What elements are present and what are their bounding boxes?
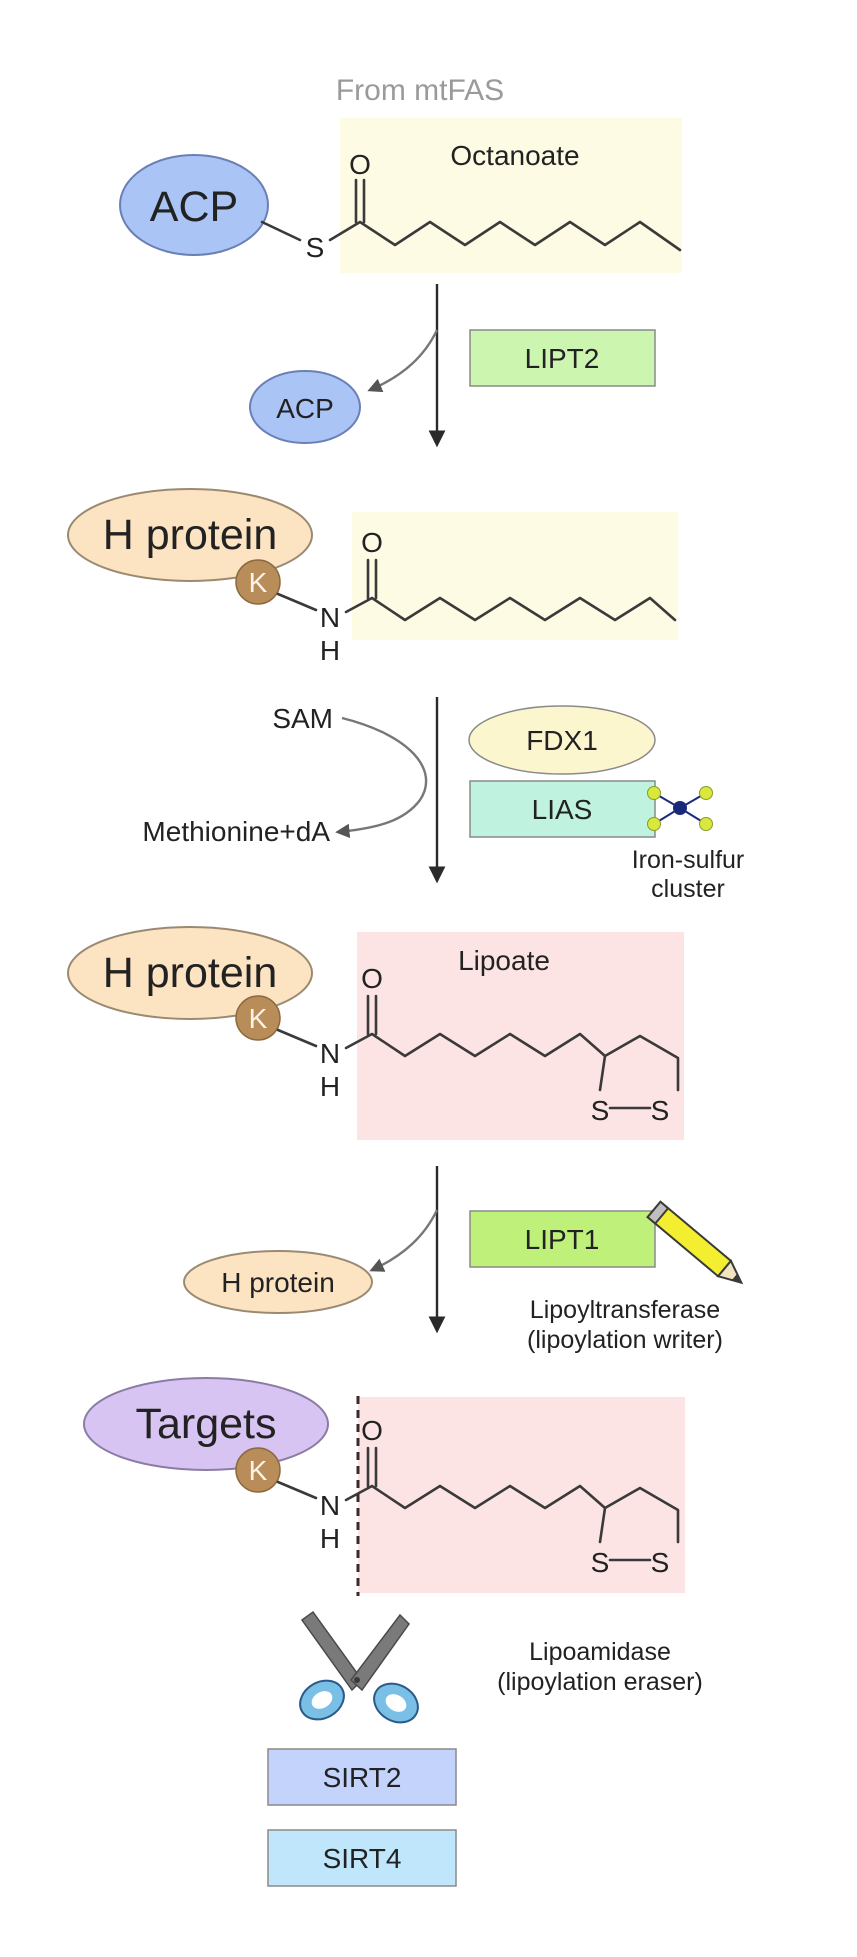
octanoyl-chain	[344, 596, 677, 622]
scissors-icon	[299, 1610, 419, 1724]
writer-role-label-2: (lipoylation writer)	[527, 1326, 723, 1354]
sulfur-atom-1b: S	[651, 1095, 670, 1126]
k-n-bond-3	[276, 1480, 318, 1500]
dithiolane-ring-1	[598, 1034, 680, 1092]
k-n-bond-2	[276, 1028, 318, 1048]
octanoate-label: Octanoate	[450, 140, 579, 171]
sulfur-atom-2a: S	[591, 1547, 610, 1578]
oxygen-atom-3: O	[361, 963, 383, 994]
pencil-icon	[646, 1200, 744, 1285]
released-acp-ellipse	[249, 370, 361, 444]
targets-ellipse	[83, 1377, 329, 1471]
release-curve-2	[369, 1209, 439, 1272]
fdx1-label: FDX1	[526, 725, 598, 756]
lysine-label-3: K	[249, 1455, 268, 1486]
lipoyl-chain-1	[344, 1032, 607, 1058]
sirt4-box	[267, 1829, 457, 1887]
octanoyl-background	[352, 512, 678, 640]
released-h-protein-ellipse	[183, 1250, 373, 1314]
k-n-bond-1	[276, 592, 318, 612]
acp-ellipse	[119, 154, 269, 256]
h-protein-label-2: H protein	[103, 949, 277, 997]
oxygen-atom-2: O	[361, 527, 383, 558]
lysine-circle-1	[235, 559, 281, 605]
cluster-label-1: Iron-sulfur	[632, 846, 745, 874]
release-curve-1	[367, 329, 439, 393]
carbonyl-bond-1	[354, 178, 366, 224]
lipt2-box	[469, 329, 656, 387]
oxygen-atom-1: O	[349, 149, 371, 180]
lipoate-background	[357, 932, 684, 1140]
hydrogen-atom-3: H	[320, 1523, 340, 1554]
acp-label: ACP	[150, 183, 238, 231]
h-protein-label-1: H protein	[103, 511, 277, 559]
cluster-label-2: cluster	[651, 875, 725, 903]
h-protein-ellipse-2	[67, 926, 313, 1020]
sulfur-atom-1a: S	[591, 1095, 610, 1126]
lipoate-label: Lipoate	[458, 945, 550, 976]
oxygen-atom-4: O	[361, 1415, 383, 1446]
lipoyl-chain-2	[344, 1484, 607, 1510]
sirt4-label: SIRT4	[323, 1843, 402, 1874]
lysine-circle-3	[235, 1447, 281, 1493]
lipt2-label: LIPT2	[525, 343, 600, 374]
eraser-role-label-2: (lipoylation eraser)	[497, 1668, 703, 1696]
released-h-protein-label: H protein	[221, 1267, 335, 1298]
sirt2-label: SIRT2	[323, 1762, 402, 1793]
sulfur-atom-2b: S	[651, 1547, 670, 1578]
lipt1-box	[469, 1210, 656, 1268]
octanoate-chain	[328, 220, 682, 252]
nitrogen-atom-2: N	[320, 1038, 340, 1069]
eraser-role-label-1: Lipoamidase	[529, 1638, 671, 1666]
lipt1-label: LIPT1	[525, 1224, 600, 1255]
h-protein-ellipse-1	[67, 488, 313, 582]
acp-s-bond	[260, 220, 302, 242]
methionine-da-label: Methionine+dA	[142, 816, 330, 847]
lias-label: LIAS	[532, 794, 593, 825]
sirt2-box	[267, 1748, 457, 1806]
dithiolane-ring-2	[598, 1486, 680, 1544]
nitrogen-atom-3: N	[320, 1490, 340, 1521]
lipoyl-target-background	[358, 1397, 685, 1593]
fdx1-ellipse	[468, 705, 656, 775]
iron-sulfur-cluster-icon	[647, 786, 713, 831]
octanoate-background	[340, 118, 682, 273]
lysine-label-1: K	[249, 567, 268, 598]
targets-label: Targets	[135, 1400, 276, 1448]
hydrogen-atom-2: H	[320, 1071, 340, 1102]
sam-curve	[335, 716, 428, 839]
lysine-label-2: K	[249, 1003, 268, 1034]
released-acp-label: ACP	[276, 393, 334, 424]
sam-label: SAM	[272, 703, 333, 734]
carbonyl-bond-3	[366, 994, 378, 1036]
carbonyl-bond-4	[366, 1446, 378, 1488]
source-label: From mtFAS	[336, 74, 504, 107]
lias-box	[469, 780, 656, 838]
carbonyl-bond-2	[366, 558, 378, 600]
hydrogen-atom-1: H	[320, 635, 340, 666]
lysine-circle-2	[235, 995, 281, 1041]
nitrogen-atom-1: N	[320, 602, 340, 633]
sulfur-atom: S	[306, 232, 325, 263]
writer-role-label-1: Lipoyltransferase	[530, 1296, 720, 1324]
